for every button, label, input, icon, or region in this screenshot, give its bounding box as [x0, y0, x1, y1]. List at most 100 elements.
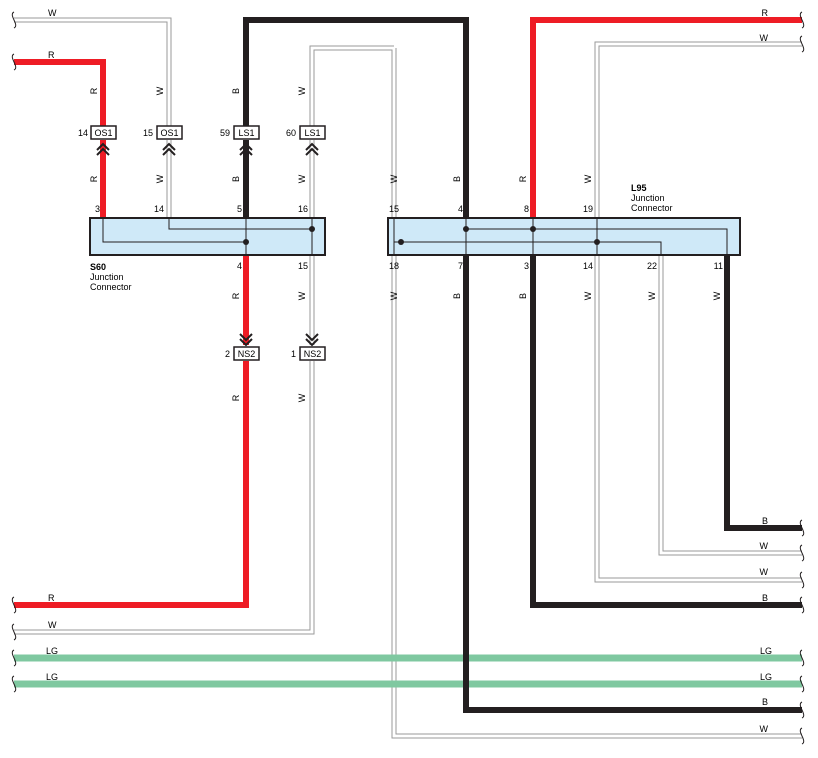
break-mark	[799, 701, 805, 719]
b-wire-ls1-59	[243, 17, 469, 218]
break-mark	[799, 519, 805, 537]
svg-text:Junction: Junction	[631, 193, 665, 203]
s60-junction-connector	[89, 217, 326, 256]
svg-text:W: W	[297, 86, 307, 95]
svg-text:16: 16	[298, 204, 308, 214]
svg-text:LG: LG	[760, 646, 772, 656]
svg-text:OS1: OS1	[160, 128, 178, 138]
white-wires	[14, 17, 802, 739]
l95-label: L95 Junction Connector	[631, 183, 673, 213]
inline-connector-os1-15: OS1 15	[143, 125, 183, 156]
svg-text:LG: LG	[46, 672, 58, 682]
wire-break-marks-left	[11, 11, 17, 693]
svg-text:2: 2	[225, 349, 230, 359]
break-mark	[799, 571, 805, 589]
break-mark	[11, 623, 17, 641]
svg-text:19: 19	[583, 204, 593, 214]
svg-text:LG: LG	[46, 646, 58, 656]
svg-text:W: W	[48, 620, 57, 630]
svg-text:14: 14	[154, 204, 164, 214]
svg-text:W: W	[583, 174, 593, 183]
svg-text:B: B	[762, 516, 768, 526]
green-wires	[14, 654, 802, 688]
svg-text:Connector: Connector	[631, 203, 673, 213]
svg-text:14: 14	[583, 261, 593, 271]
inline-connector-os1-14: OS1 14	[78, 125, 117, 156]
svg-text:LS1: LS1	[304, 128, 320, 138]
svg-text:W: W	[760, 541, 769, 551]
svg-text:7: 7	[458, 261, 463, 271]
left-edge-wire-labels: W R R W LG LG	[46, 8, 58, 682]
svg-text:Junction: Junction	[90, 272, 124, 282]
break-mark	[11, 675, 17, 693]
svg-text:Connector: Connector	[90, 282, 132, 292]
svg-text:1: 1	[291, 349, 296, 359]
svg-text:W: W	[760, 33, 769, 43]
svg-text:W: W	[297, 174, 307, 183]
svg-text:B: B	[231, 176, 241, 182]
b-wire-l95-11	[724, 255, 802, 531]
svg-text:14: 14	[78, 128, 88, 138]
svg-text:W: W	[155, 174, 165, 183]
wire-break-marks-right	[799, 11, 805, 745]
inline-connector-ls1-60: LS1 60	[286, 125, 326, 156]
b-wire-l95-3	[530, 255, 802, 608]
svg-text:R: R	[231, 292, 241, 299]
r-wire-l95-8	[530, 17, 802, 218]
svg-text:3: 3	[524, 261, 529, 271]
break-mark	[11, 11, 17, 29]
svg-text:R: R	[48, 593, 55, 603]
b-wire-l95-7	[463, 255, 802, 713]
svg-text:60: 60	[286, 128, 296, 138]
svg-text:R: R	[518, 175, 528, 182]
svg-text:5: 5	[237, 204, 242, 214]
break-mark	[11, 649, 17, 667]
svg-text:S60: S60	[90, 262, 106, 272]
svg-text:W: W	[48, 8, 57, 18]
svg-text:LG: LG	[760, 672, 772, 682]
s60-label: S60 Junction Connector	[90, 262, 132, 292]
svg-text:W: W	[760, 567, 769, 577]
break-mark	[799, 11, 805, 29]
svg-text:15: 15	[143, 128, 153, 138]
inline-connector-ns2-2: NS2 2	[225, 333, 260, 361]
svg-text:W: W	[760, 724, 769, 734]
svg-text:15: 15	[389, 204, 399, 214]
svg-text:W: W	[712, 291, 722, 300]
svg-text:R: R	[89, 87, 99, 94]
break-mark	[799, 35, 805, 53]
svg-text:W: W	[647, 291, 657, 300]
break-mark	[11, 596, 17, 614]
svg-text:59: 59	[220, 128, 230, 138]
break-mark	[799, 727, 805, 745]
svg-text:4: 4	[458, 204, 463, 214]
svg-text:18: 18	[389, 261, 399, 271]
break-mark	[799, 649, 805, 667]
svg-text:OS1: OS1	[94, 128, 112, 138]
svg-text:NS2: NS2	[238, 349, 256, 359]
svg-text:W: W	[389, 291, 399, 300]
break-mark	[799, 675, 805, 693]
right-edge-wire-labels: R W B W W B LG LG B W	[760, 8, 773, 734]
svg-text:W: W	[583, 291, 593, 300]
svg-text:LS1: LS1	[238, 128, 254, 138]
vertical-wire-labels: R W B W R W B W R W R W W B B W W B W W …	[89, 86, 722, 402]
svg-text:4: 4	[237, 261, 242, 271]
svg-text:W: W	[297, 291, 307, 300]
svg-text:L95: L95	[631, 183, 647, 193]
break-mark	[799, 544, 805, 562]
svg-text:22: 22	[647, 261, 657, 271]
svg-text:8: 8	[524, 204, 529, 214]
svg-text:B: B	[452, 293, 462, 299]
svg-text:B: B	[762, 697, 768, 707]
svg-text:B: B	[452, 176, 462, 182]
svg-text:R: R	[48, 50, 55, 60]
s60-pin-numbers: 3 14 5 16 4 15	[95, 204, 308, 271]
svg-text:W: W	[155, 86, 165, 95]
svg-text:NS2: NS2	[304, 349, 322, 359]
break-mark	[11, 53, 17, 71]
r-wire-os1-14	[14, 59, 106, 126]
svg-text:B: B	[762, 593, 768, 603]
svg-text:B: B	[518, 293, 528, 299]
